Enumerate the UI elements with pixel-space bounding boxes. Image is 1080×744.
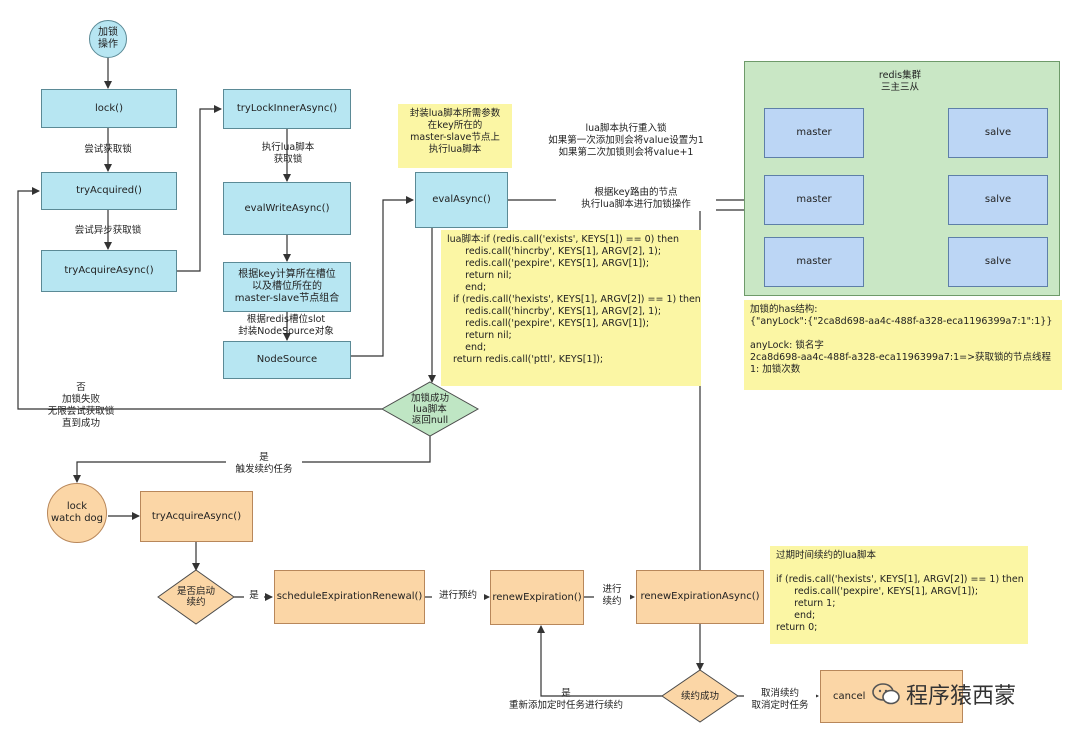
label-yes: 是 [244, 590, 264, 602]
try-lock-inner-async-node: tryLockInnerAsync() [223, 89, 351, 129]
note-renew-lua-script: 过期时间续约的lua脚本 if (redis.call('hexists', K… [770, 546, 1028, 644]
label-lock-fail: 否 加锁失败 无限尝试获取锁 直到成功 [47, 382, 115, 429]
label-try-async-get-lock: 尝试异步获取锁 [74, 225, 142, 236]
renew-success-diamond [661, 669, 739, 723]
cluster-master-3: master [764, 237, 864, 287]
wechat-icon [872, 683, 900, 705]
label-do-renew: 进行预约 [432, 590, 484, 602]
lock-success-diamond [380, 381, 480, 437]
watermark: 程序猿西蒙 [872, 678, 1016, 710]
edge-async-trylockinner [177, 105, 222, 272]
node-source-node: NodeSource [223, 341, 351, 379]
note-lock-lua-script: lua脚本:if (redis.call('exists', KEYS[1]) … [441, 230, 701, 386]
lock-node: lock() [41, 89, 177, 128]
schedule-expiration-renewal-node: scheduleExpirationRenewal() [274, 570, 425, 624]
edge-success-readd [537, 625, 662, 697]
watermark-text: 程序猿西蒙 [906, 684, 1017, 709]
label-route-node: 根据key路由的节点 执行lua脚本进行加锁操作 [556, 187, 716, 211]
try-acquire-async-2-node: tryAcquireAsync() [140, 491, 253, 542]
cluster-slave-3: salve [948, 237, 1048, 287]
label-exec-lua: 执行lua脚本 获取锁 [261, 142, 315, 165]
cluster-slave-1: salve [948, 108, 1048, 158]
label-cancel-renew: 取消续约 取消定时任务 [744, 688, 816, 712]
cluster-master-2: master [764, 175, 864, 225]
cluster-title: redis集群 三主三从 [878, 70, 922, 93]
label-readd-task: 是 重新添加定时任务进行续约 [508, 688, 623, 711]
renew-expiration-node: renewExpiration() [490, 570, 584, 625]
watch-dog-node: lock watch dog [47, 483, 107, 543]
start-node: 加锁 操作 [89, 20, 127, 58]
label-try-get-lock: 尝试获取锁 [84, 144, 132, 155]
label-yes-renew: 是 触发续约任务 [226, 452, 302, 476]
calc-slot-node: 根据key计算所在槽位 以及槽位所在的 master-slave节点组合 [223, 262, 351, 312]
eval-write-async-node: evalWriteAsync() [223, 182, 351, 235]
edge-fail-tryacquired [17, 187, 382, 410]
renew-expiration-async-node: renewExpirationAsync() [636, 570, 764, 624]
lock-success-label: 加锁成功 lua脚本 返回null [410, 392, 449, 426]
label-slot-wrap: 根据redis槽位slot 封装NodeSource对象 [238, 314, 334, 337]
cluster-slave-2: salve [948, 175, 1048, 225]
label-reentrant: lua脚本执行重入锁 如果第一次添加则会将value设置为1 如果第二次加锁则会… [548, 123, 704, 158]
try-acquire-async-node: tryAcquireAsync() [41, 250, 177, 292]
note-hash-structure: 加锁的has结构: {"anyLock":{"2ca8d698-aa4c-488… [744, 300, 1062, 390]
renew-success-label: 续约成功 [680, 690, 719, 702]
enable-renew-label: 是否启动 续约 [176, 586, 215, 608]
edge-nodesource-evalasync [351, 196, 414, 357]
enable-renew-diamond [157, 569, 235, 625]
note-lua-params: 封装lua脚本所需参数 在key所在的 master-slave节点上 执行lu… [398, 104, 512, 168]
eval-async-node: evalAsync() [415, 172, 508, 228]
cluster-master-1: master [764, 108, 864, 158]
label-do-renew-2: 进行 续约 [594, 584, 630, 608]
try-acquired-node: tryAcquired() [41, 172, 177, 210]
